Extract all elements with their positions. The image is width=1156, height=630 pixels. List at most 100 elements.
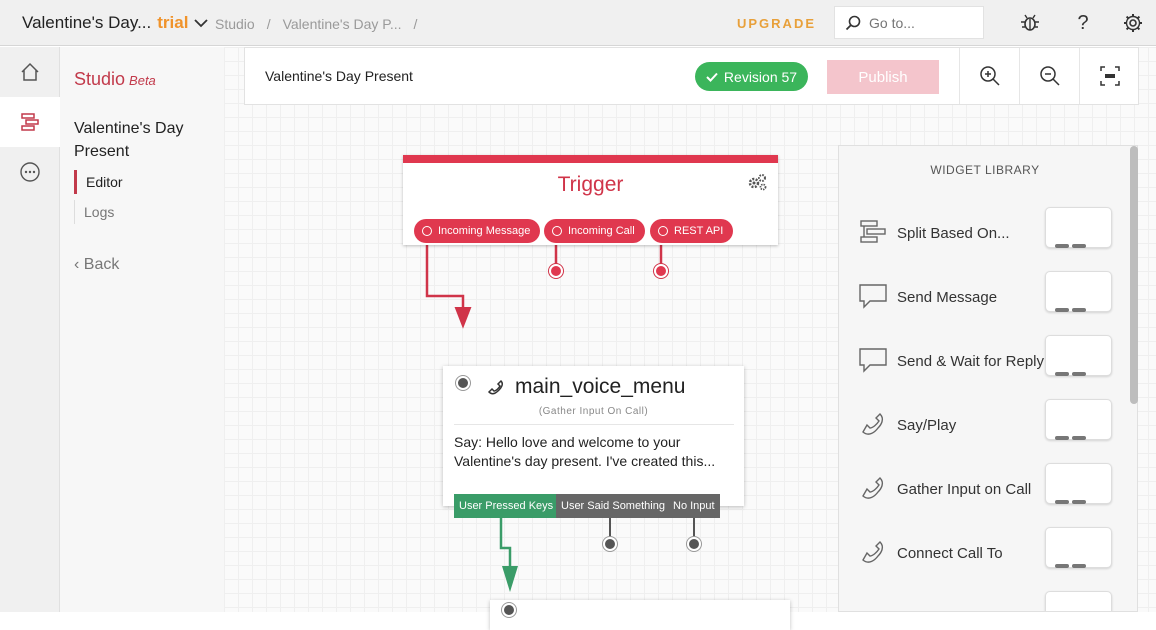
message-icon [857,345,889,375]
zoom-out-button[interactable] [1019,48,1079,104]
studio-button[interactable] [0,97,60,147]
toolbar-title: Valentine's Day Present [265,68,413,84]
widget-preview [1045,591,1112,611]
left-rail [0,47,60,612]
main-voice-menu-widget[interactable]: main_voice_menu (Gather Input On Call) S… [443,366,744,506]
chevron-down-icon [194,19,209,28]
project-selector[interactable]: Valentine's Day... trial [22,13,209,33]
library-item-connect-call[interactable]: Connect Call To [839,527,1129,591]
output-port[interactable] [603,537,617,551]
widget-preview [1045,463,1112,504]
fit-to-screen-button[interactable] [1079,48,1139,104]
home-icon [21,62,39,81]
widget-preview [1045,207,1112,248]
widget-library-title: WIDGET LIBRARY [930,163,1040,177]
more-button[interactable] [0,147,60,197]
library-item-label: Split Based On... [897,225,1010,242]
help-icon[interactable]: ? [1077,11,1089,34]
goto-input[interactable] [869,14,979,31]
input-port[interactable] [456,376,470,390]
widget-library-scrollbar[interactable] [1130,146,1138,404]
revision-label: Revision 57 [723,68,798,85]
zoom-out-icon [1039,66,1060,86]
bug-icon[interactable] [1019,12,1041,34]
message-icon [857,281,889,311]
port-icon [658,226,668,236]
trigger-title: Trigger [557,173,624,196]
output-port[interactable] [654,264,668,278]
beta-label: Beta [129,73,156,88]
publish-button[interactable]: Publish [827,60,939,94]
widget-subtitle: (Gather Input On Call) [538,406,649,417]
zoom-in-button[interactable] [959,48,1019,104]
trigger-pill-label: Incoming Message [438,225,531,237]
output-user-pressed-keys[interactable]: User Pressed Keys [454,494,559,518]
studio-label: Studio [74,69,126,89]
zoom-in-icon [979,66,1000,86]
trial-badge: trial [157,13,189,32]
back-label: Back [83,256,120,273]
library-item-label: Connect Call To [897,545,1003,562]
trigger-incoming-call[interactable]: Incoming Call [544,219,645,243]
editor-toolbar: Valentine's Day Present Revision 57 Publ… [244,47,1139,105]
upgrade-link[interactable]: UPGRADE [737,16,817,31]
port-icon [422,226,432,236]
breadcrumb: Studio / Valentine's Day P... / [215,16,417,32]
trigger-rest-api[interactable]: REST API [650,219,734,243]
library-item-label: Send Message [897,289,998,306]
library-item-send-wait-reply[interactable]: Send & Wait for Reply [839,335,1129,399]
widget-preview [1045,271,1112,312]
goto-search[interactable] [834,6,984,39]
split-icon [857,217,889,247]
library-item-say-play[interactable]: Say/Play [839,399,1129,463]
breadcrumb-separator: / [413,16,418,32]
fit-screen-icon [1099,66,1120,86]
sidebar-item-logs[interactable]: Logs [74,200,123,224]
port-icon [552,226,562,236]
back-link[interactable]: ‹ Back [74,256,120,273]
revision-badge[interactable]: Revision 57 [695,62,808,91]
home-button[interactable] [0,47,60,97]
widget-title: main_voice_menu [515,375,686,398]
widget-body: Say: Hello love and welcome to your Vale… [454,424,734,471]
phone-icon [857,409,889,439]
library-item-split[interactable]: Split Based On... [839,207,1129,271]
output-port[interactable] [549,264,563,278]
widget-preview [1045,335,1112,376]
widget-preview [1045,527,1112,568]
library-item-send-message[interactable]: Send Message [839,271,1129,335]
top-bar: Valentine's Day... trial Studio / Valent… [0,0,1156,46]
breadcrumb-separator: / [266,16,271,32]
library-item-label: Send & Wait for Reply [897,353,1045,370]
sidebar-nav: Editor Logs [74,170,123,230]
settings-icon[interactable] [746,172,768,197]
input-port[interactable] [502,603,516,617]
phone-icon [857,537,889,567]
library-item-partial[interactable] [839,591,1129,611]
output-user-said-something[interactable]: User Said Something [556,494,670,518]
output-no-input[interactable]: No Input [668,494,720,518]
widget-preview [1045,399,1112,440]
phone-icon [485,378,507,403]
more-icon [20,162,40,182]
check-icon [706,72,718,82]
trigger-pill-label: REST API [674,225,724,237]
project-name: Valentine's Day... [22,13,152,32]
library-item-label: Say/Play [897,417,957,434]
gear-icon[interactable] [1122,12,1144,34]
breadcrumb-flow[interactable]: Valentine's Day P... [282,16,402,32]
phone-icon [857,473,889,503]
output-port[interactable] [687,537,701,551]
library-item-label: Gather Input on Call [897,481,1032,498]
flow-name: Valentine's Day Present [74,120,184,160]
trigger-incoming-message[interactable]: Incoming Message [414,219,541,243]
widget-library: WIDGET LIBRARY Split Based On... Send Me… [838,145,1138,612]
search-icon [845,15,861,30]
breadcrumb-studio[interactable]: Studio [215,16,255,32]
trigger-widget[interactable]: Trigger Incoming Message Incoming Call R… [403,155,778,245]
next-widget[interactable] [490,600,790,630]
sidebar-item-editor[interactable]: Editor [74,170,123,194]
library-item-gather-input[interactable]: Gather Input on Call [839,463,1129,527]
